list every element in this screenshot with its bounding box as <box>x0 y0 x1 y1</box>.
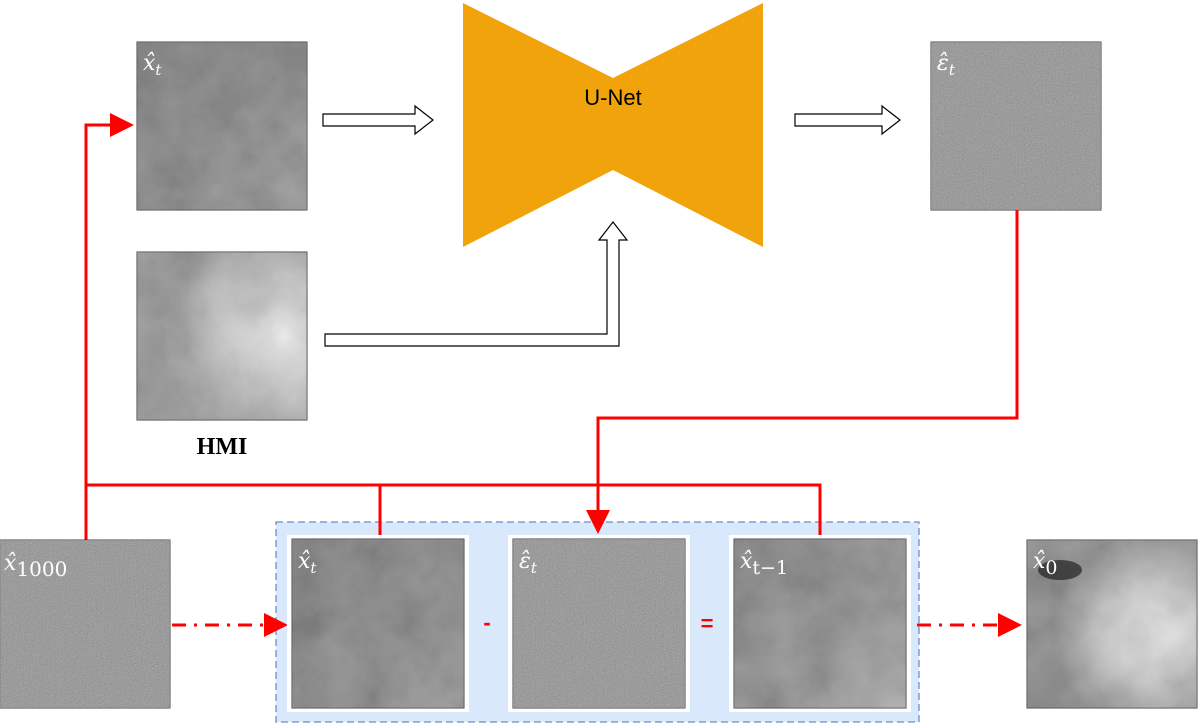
bottom-xt-image: x̂t <box>287 535 469 712</box>
bottom-eps-image: ε̂t <box>508 535 690 712</box>
x0-image: x̂0 <box>1026 539 1198 709</box>
xt-label-base: x̂ <box>143 51 156 76</box>
bxt1-label-base: x̂ <box>740 549 753 574</box>
bxt-label-base: x̂ <box>298 549 311 574</box>
top-xt-image: x̂t <box>136 41 308 211</box>
eps-label-sub: t <box>949 61 956 79</box>
unet-block: U-Net <box>463 3 763 247</box>
svg-text:ε̂t: ε̂t <box>519 549 538 577</box>
loop-arrow-to-top-xt <box>84 113 134 540</box>
bxt1-label-sub: t−1 <box>752 557 788 579</box>
minus-operator: - <box>483 610 490 635</box>
unet-label: U-Net <box>584 85 641 110</box>
x1000-label-sub: 1000 <box>16 557 67 581</box>
x1000-label-base: x̂ <box>4 551 17 576</box>
bottom-xt1-image: x̂t−1 <box>729 535 911 712</box>
x1000-image: x̂1000 <box>0 539 171 709</box>
svg-text:x̂t: x̂t <box>143 51 162 79</box>
beps-label-base: ε̂ <box>519 549 531 574</box>
arrow-unet-to-eps <box>794 104 901 136</box>
svg-text:x̂1000: x̂1000 <box>4 551 67 581</box>
unet-bowtie-shape <box>463 3 763 247</box>
red-flow-lines <box>84 113 1022 637</box>
eps-to-subtract-arrow <box>586 210 1019 534</box>
svg-text:x̂t: x̂t <box>298 549 317 577</box>
equals-operator: = <box>701 611 714 636</box>
arrow-hmi-to-unet <box>324 221 629 347</box>
beps-label-sub: t <box>531 559 538 577</box>
hmi-label: HMI <box>197 434 248 460</box>
xt-label-sub: t <box>155 61 162 79</box>
x0-label-base: x̂ <box>1033 549 1046 574</box>
svg-text:x̂0: x̂0 <box>1033 549 1058 579</box>
feedback-bus <box>86 483 822 540</box>
hmi-image: HMI <box>136 251 308 460</box>
eps-label-base: ε̂ <box>937 51 949 76</box>
svg-text:ε̂t: ε̂t <box>937 51 956 79</box>
bxt-label-sub: t <box>310 559 317 577</box>
arrow-xt-to-unet <box>322 104 434 136</box>
x0-label-sub: 0 <box>1045 557 1057 579</box>
top-eps-image: ε̂t <box>930 41 1102 211</box>
svg-text:x̂t−1: x̂t−1 <box>740 549 788 579</box>
